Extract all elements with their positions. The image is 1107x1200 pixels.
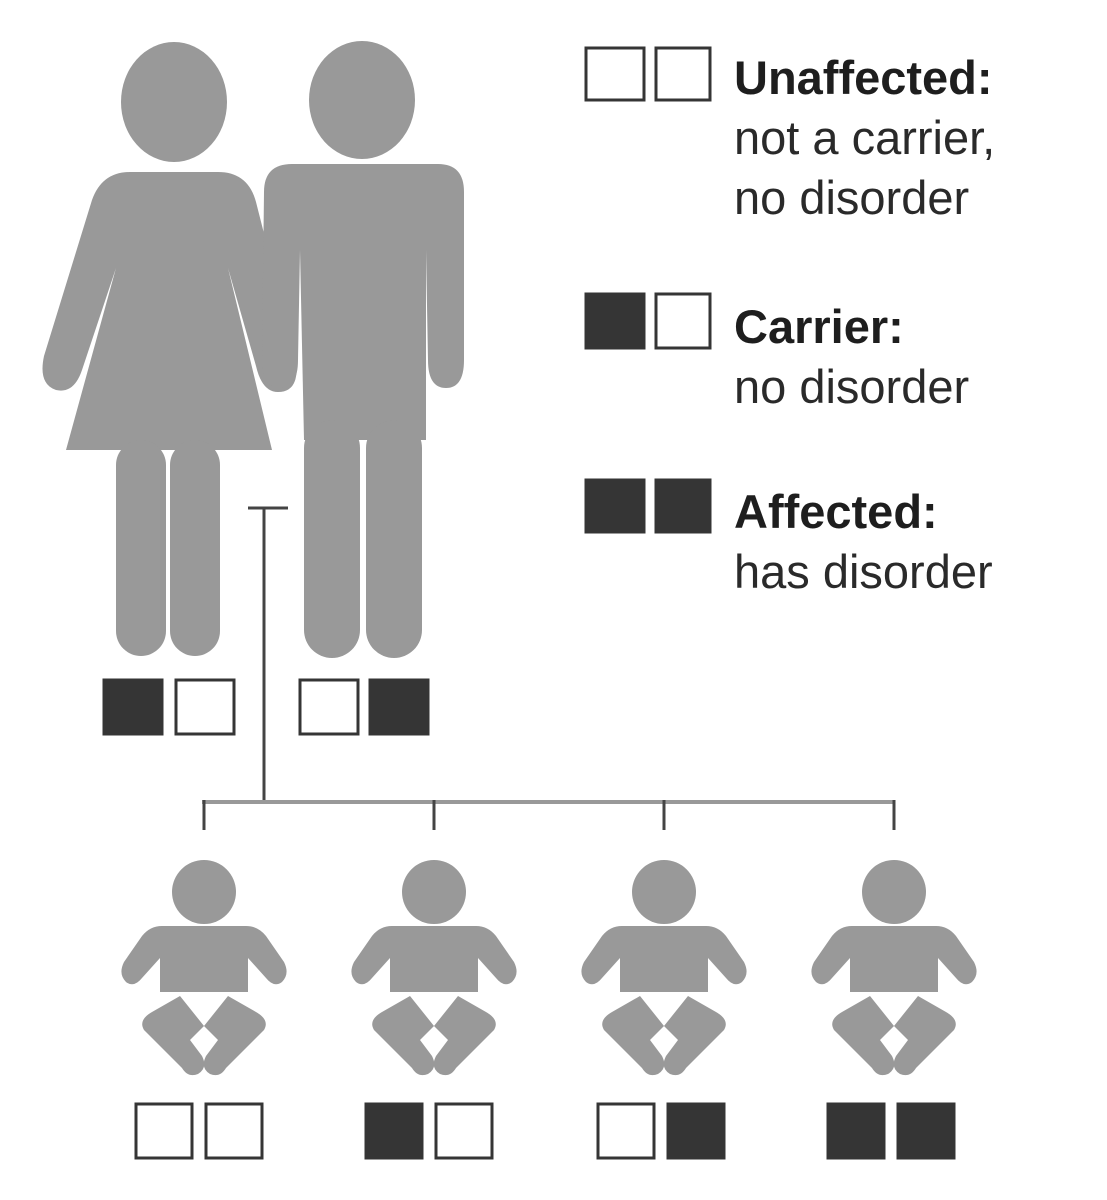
legend-carrier: Carrier: no disorder [734,297,969,417]
legend-carrier-title: Carrier: [734,300,904,353]
legend-affected-swatch [584,478,712,534]
child-1-allele-1 [134,1102,194,1160]
child-3-allele-1 [596,1102,656,1160]
legend-affected-desc: has disorder [734,545,993,598]
mother-alleles [102,678,236,736]
legend-carrier-swatch [584,292,712,350]
child-4-allele-2 [896,1102,956,1160]
legend-unaffected-desc-line-1: not a carrier, [734,111,996,164]
mother-figure [42,42,297,656]
pedigree-lines [202,506,896,830]
legend-affected-allele-2 [654,478,712,534]
legend-affected-title: Affected: [734,485,938,538]
legend-affected-allele-1 [584,478,646,534]
child-1-allele-2 [204,1102,264,1160]
baby-figure-1 [121,860,287,1076]
child-1-alleles [134,1102,264,1160]
father-allele-2 [368,678,430,736]
child-2-allele-2 [434,1102,494,1160]
baby-figure-2 [351,860,517,1076]
legend-carrier-desc: no disorder [734,360,970,413]
legend-unaffected: Unaffected: not a carrier, no disorder [734,48,995,228]
father-allele-1 [298,678,360,736]
child-2-alleles [364,1102,494,1160]
legend-unaffected-title: Unaffected: [734,51,993,104]
father-alleles [298,678,430,736]
baby-figure-4 [811,860,977,1076]
legend-affected: Affected: has disorder [734,482,993,602]
legend-unaffected-desc-line-2: no disorder [734,171,970,224]
legend-carrier-allele-2 [654,292,712,350]
legend-unaffected-allele-1 [584,46,646,102]
child-4-alleles [826,1102,956,1160]
child-3-alleles [596,1102,726,1160]
mother-allele-2 [174,678,236,736]
legend-unaffected-swatch [584,46,712,102]
baby-figure-3 [581,860,747,1076]
mother-allele-1 [102,678,164,736]
child-2-allele-1 [364,1102,424,1160]
child-3-allele-2 [666,1102,726,1160]
legend-unaffected-allele-2 [654,46,712,102]
child-4-allele-1 [826,1102,886,1160]
legend-carrier-allele-1 [584,292,646,350]
father-figure [262,41,464,658]
